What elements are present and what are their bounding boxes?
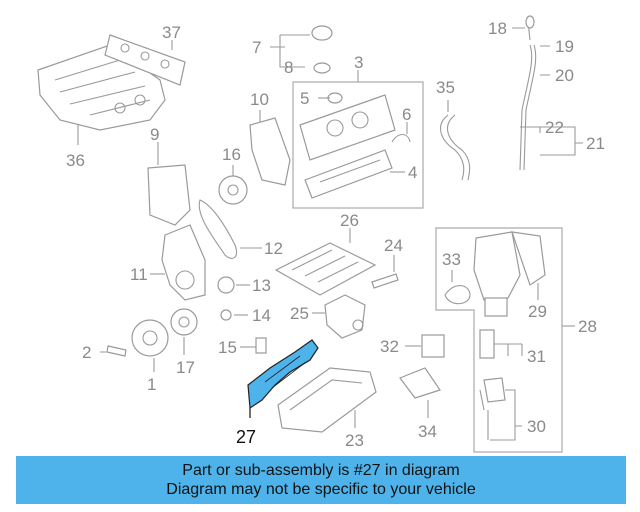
callout-34: 34 [418,422,437,441]
callout-11: 11 [130,265,148,284]
part-breather-hose [439,100,471,181]
part-oil-pan [277,367,377,433]
callout-7: 7 [252,38,261,57]
part-intake-gasket [104,34,186,86]
part-oil-tube [371,255,399,289]
callout-35: 35 [436,78,455,97]
callout-6: 6 [402,105,411,124]
part-oil-cap [270,25,333,74]
callout-36: 36 [66,151,85,170]
callout-18: 18 [488,19,507,38]
callout-17: 17 [176,358,195,377]
callout-13: 13 [252,276,271,295]
callout-10: 10 [250,90,269,109]
callout-5: 5 [300,89,309,108]
callout-1: 1 [147,375,156,394]
part-27-highlighted[interactable] [247,339,319,418]
part-windage-tray [274,228,377,296]
filter-housing-group-box [435,227,563,453]
part-valve-cover [299,92,411,199]
callout-30: 30 [527,417,546,436]
callout-24: 24 [384,236,403,255]
callout-4: 4 [408,163,417,182]
banner-line-1: Part or sub-assembly is #27 in diagram [182,462,460,479]
callout-20: 20 [555,66,574,85]
part-oil-pump [312,294,366,339]
callout-28: 28 [578,317,597,336]
part-timing-cover [147,142,191,226]
callout-21: 21 [586,134,605,153]
part-front-cover [150,224,206,301]
banner-line-2: Diagram may not be specific to your vehi… [166,481,476,498]
part-cam-sprocket [218,165,248,205]
callout-3: 3 [354,53,363,72]
callout-14: 14 [252,306,271,325]
info-banner: Part or sub-assembly is #27 in diagram D… [16,456,626,504]
callout-25: 25 [290,304,309,323]
callout-22: 22 [545,118,564,137]
callout-19: 19 [555,37,574,56]
callout-27: 27 [236,427,256,447]
callout-12: 12 [264,239,283,258]
parts-diagram: 36 37 7 8 3 5 6 4 35 [37,15,605,453]
callout-29: 29 [528,302,547,321]
part-oil-filter-housing [444,231,546,441]
part-dipstick [512,15,583,171]
part-bracket [399,367,441,418]
part-rear-cover [249,110,291,186]
part-tensioner-parts [217,276,267,354]
callout-15: 15 [218,338,237,357]
callout-37: 37 [162,23,181,42]
callout-23: 23 [345,431,364,450]
callout-26: 26 [340,211,359,230]
part-timing-chain [198,199,262,259]
callout-31: 31 [527,347,546,366]
part-crank-pulley [100,308,198,372]
callout-8: 8 [284,58,293,77]
part-sensor-module [405,334,445,358]
callout-16: 16 [222,145,241,164]
callout-9: 9 [150,125,159,144]
callout-33: 33 [442,250,461,269]
callout-32: 32 [380,337,399,356]
callout-2: 2 [82,343,91,362]
